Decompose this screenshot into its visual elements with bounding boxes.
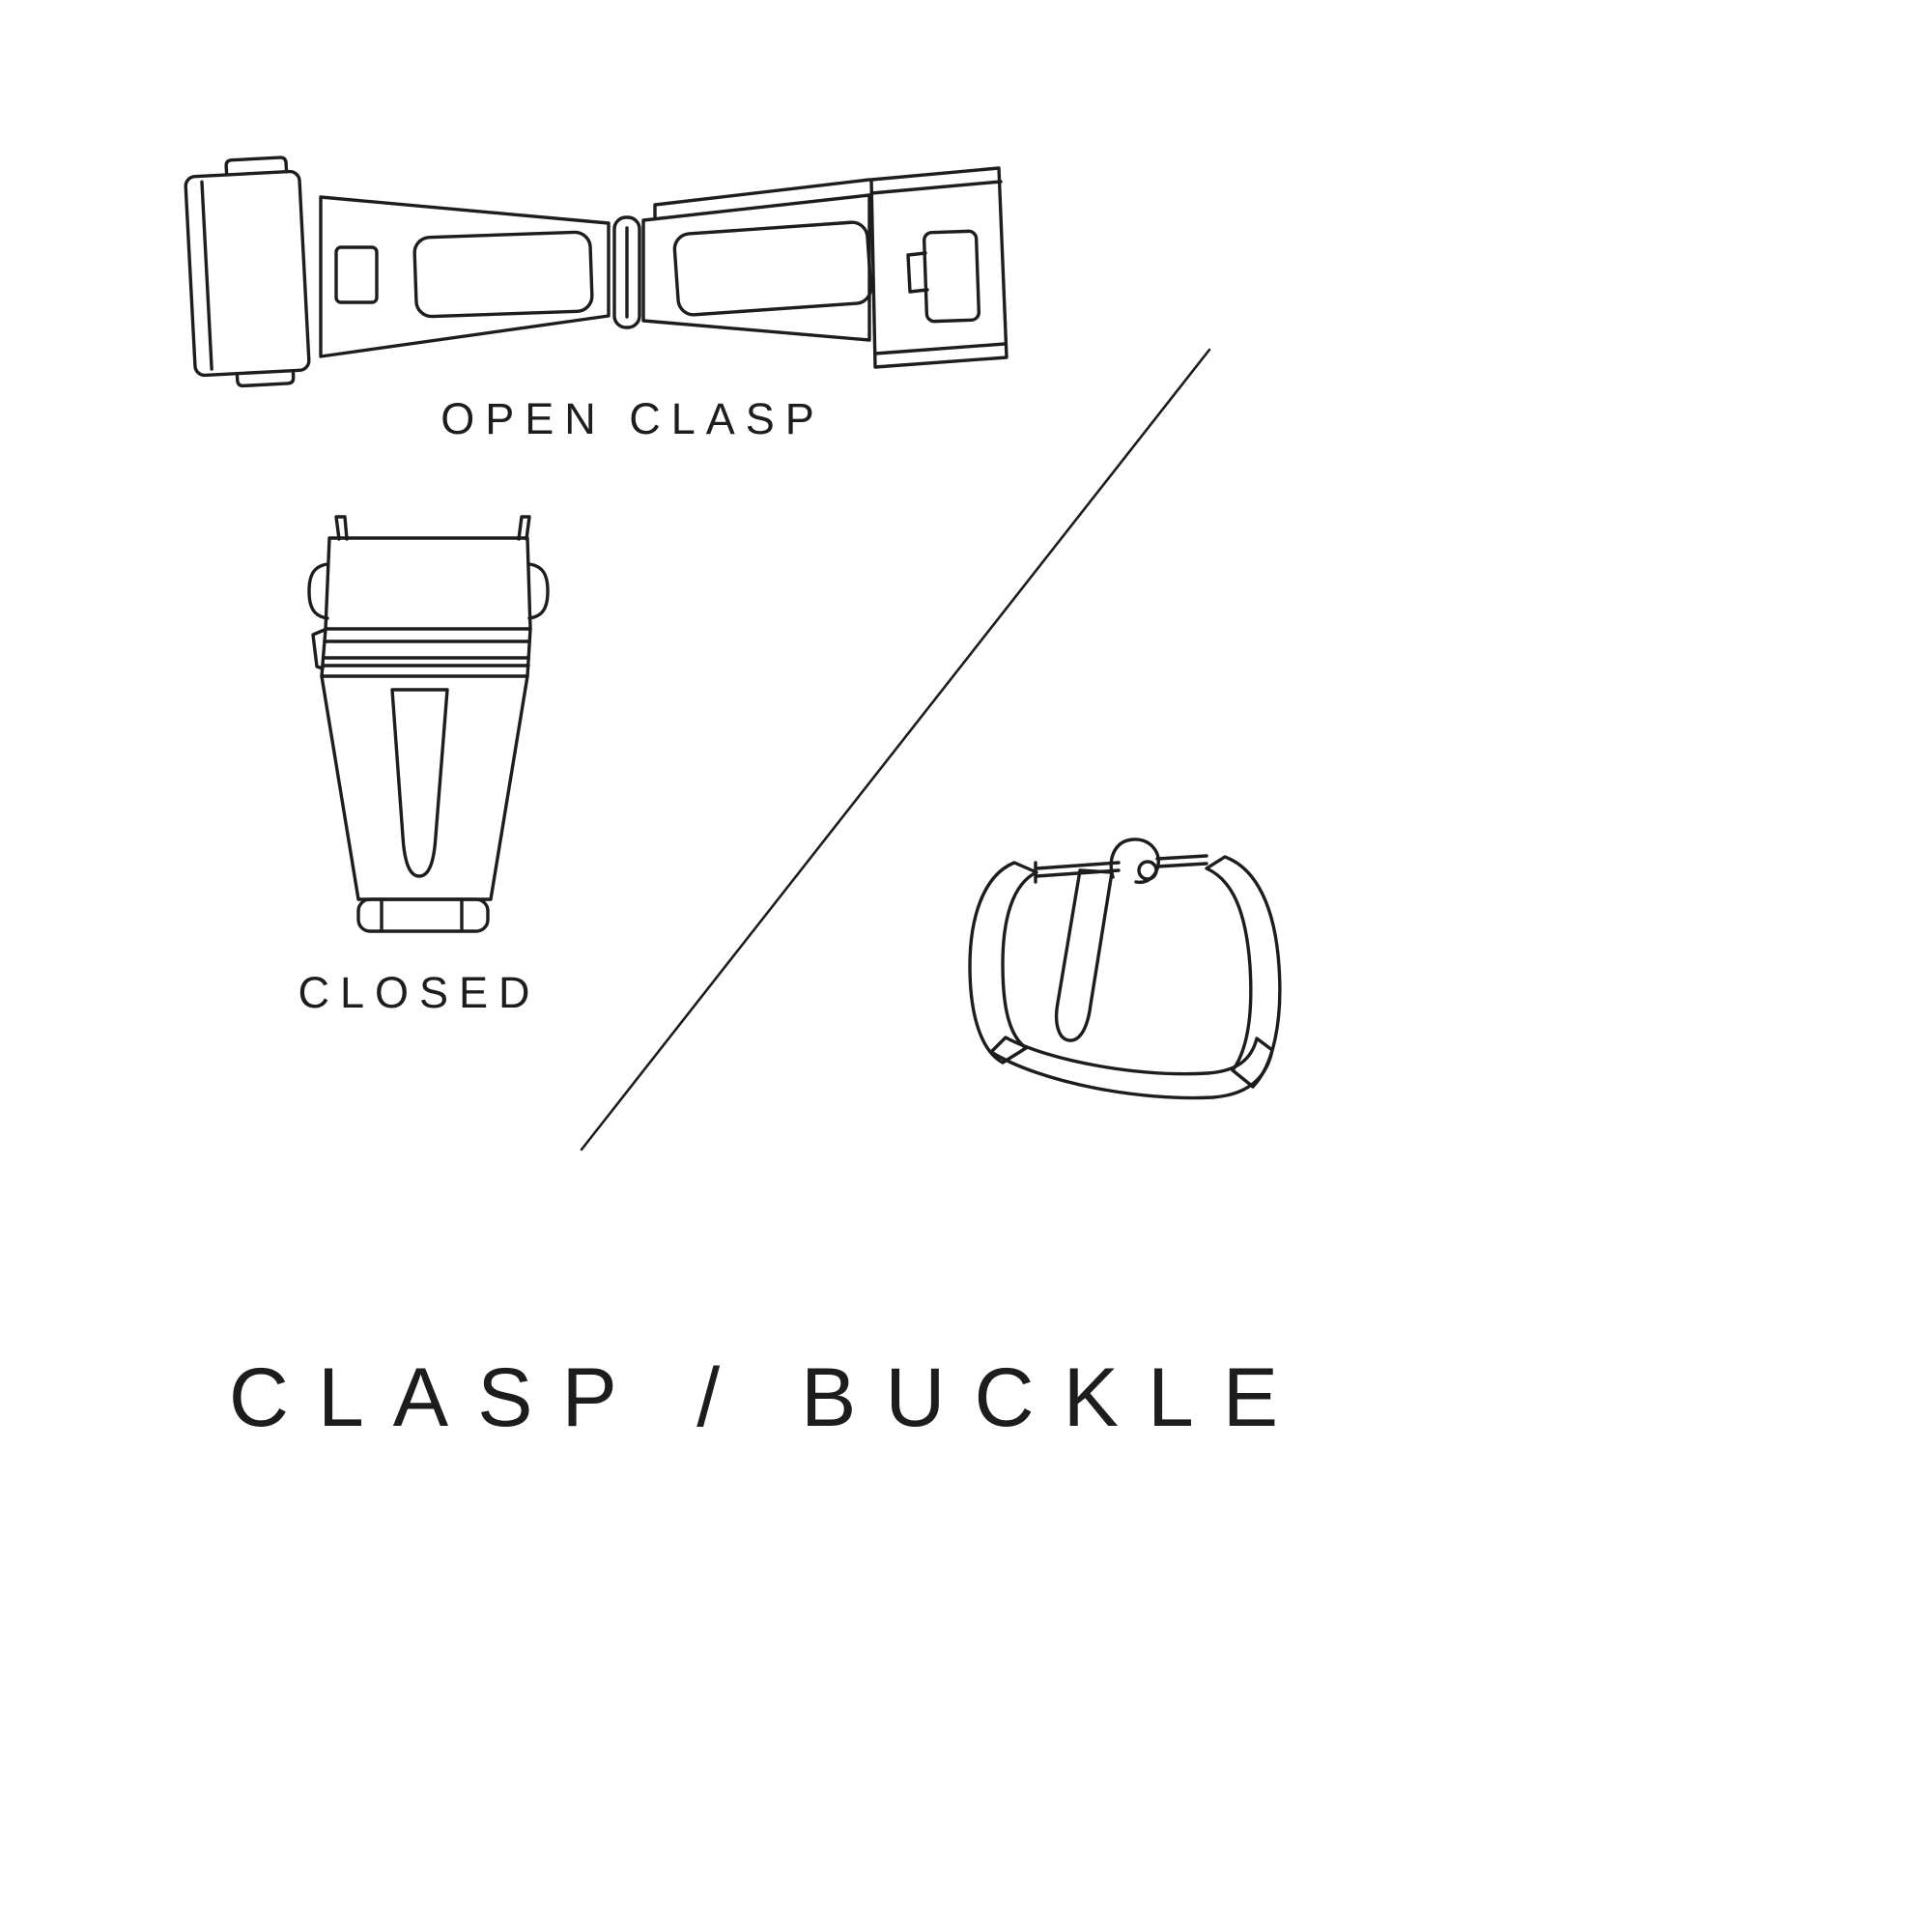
pin-buckle-illustration: [968, 838, 1282, 1100]
clasp-right-slot: [672, 220, 873, 317]
closed-prong-right: [517, 515, 531, 541]
clasp-right-rail: [653, 178, 871, 220]
fold-top-tab: [224, 156, 289, 177]
buckle-bottom-band: [989, 1036, 1274, 1100]
clasp-end-cap-hook: [906, 251, 929, 294]
diagram-title: CLASP / BUCKLE: [228, 1351, 1308, 1444]
closed-left-tab: [311, 628, 327, 670]
closed-right-ear: [527, 562, 550, 620]
buckle-right-band: [1205, 855, 1282, 1089]
open-clasp-label: OPEN CLASP: [440, 394, 825, 443]
closed-prong-left: [334, 515, 349, 541]
closed-top-block: [324, 536, 532, 631]
clasp-right-blade: [641, 193, 871, 342]
closed-band-right-edge: [526, 627, 532, 678]
fold-bottom-tab: [235, 368, 296, 388]
open-clasp-illustration: [184, 156, 1009, 388]
clasp-end-cap: [869, 166, 1009, 369]
closed-bottom-cap: [356, 897, 490, 933]
buckle-axle-right-top: [1155, 854, 1208, 861]
closed-label: CLOSED: [298, 968, 541, 1017]
closed-body: [320, 674, 529, 901]
clasp-end-cap-top-lip: [869, 180, 1003, 195]
buckle-tongue-curl: [1109, 838, 1160, 885]
buckle-left-band: [968, 861, 1038, 1065]
clasp-hinge: [612, 215, 641, 329]
clasp-left-blade: [319, 195, 611, 358]
clasp-left-slot: [412, 230, 594, 319]
closed-left-ear: [307, 562, 329, 620]
diagonal-divider-line: [580, 348, 1211, 1151]
buckle-axle-right-bottom: [1155, 862, 1208, 868]
clasp-end-cap-slot: [922, 229, 981, 324]
buckle-tongue: [1054, 868, 1114, 1042]
clasp-end-cap-bottom-lip: [873, 342, 1007, 355]
closed-clasp-illustration: [307, 515, 550, 933]
fold-outline: [184, 169, 311, 378]
buckle-axle-left-top: [1035, 861, 1121, 870]
clasp-fold-end: [184, 156, 311, 388]
clasp-left-hook: [334, 245, 379, 304]
fold-edge-line: [200, 180, 213, 371]
closed-body-slot: [390, 688, 449, 878]
